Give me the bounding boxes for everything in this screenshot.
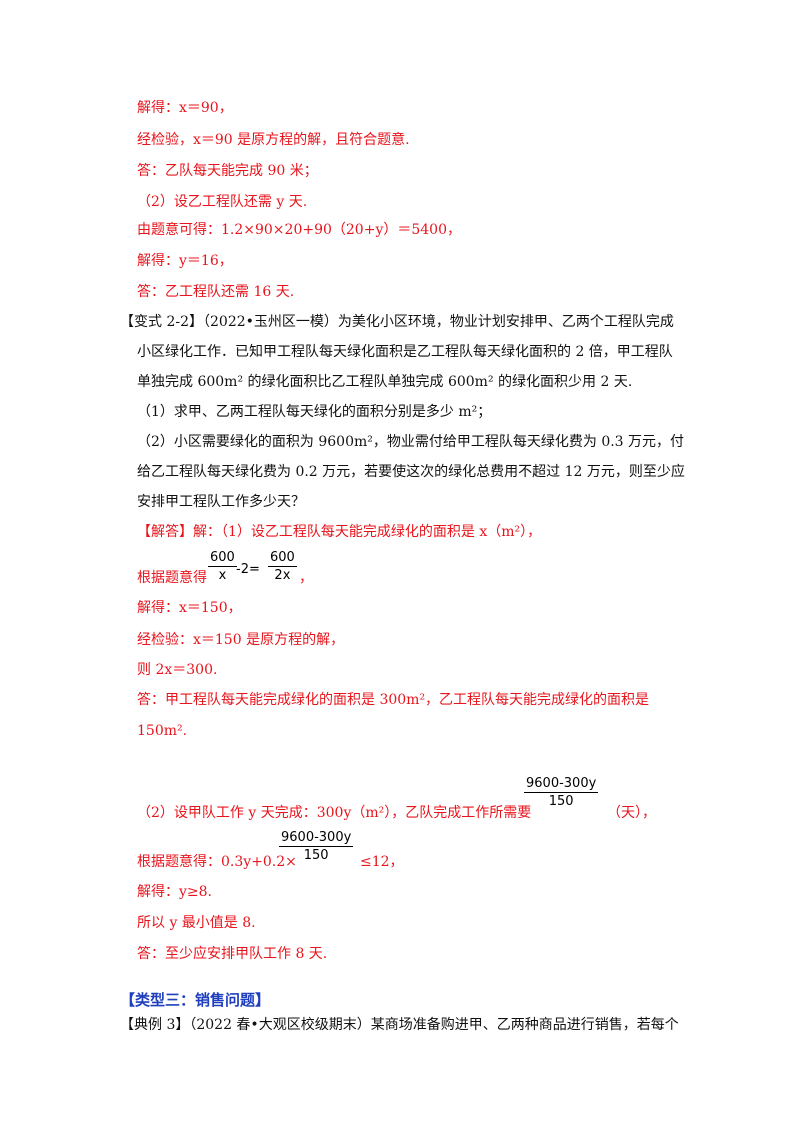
fraction-bar [524, 792, 599, 793]
problem-tag: 【变式 2-2】 [120, 314, 203, 330]
part2-suffix: （天）， [607, 805, 656, 821]
fraction-numerator: 600 [210, 550, 235, 565]
solution-line: 解得：y≥8. [137, 884, 212, 900]
solution-line: 答：甲工程队每天能完成绿化的面积是 300m²，乙工程队每天能完成绿化的面积是 [137, 692, 650, 708]
answer-tag: 【解答】 [137, 524, 193, 540]
problem-line: 安排甲工程队工作多少天？ [137, 494, 305, 510]
fraction-numerator: 9600-300y [526, 776, 597, 791]
fraction-9600-300y-over-150: 9600-300y 150 [524, 776, 599, 809]
inequality-prefix: 根据题意得：0.3y+0.2× [137, 854, 297, 870]
fraction-denominator: x [218, 568, 227, 583]
problem-line: 小区绿化工作．已知甲工程队每天绿化面积是乙工程队每天绿化面积的 2 倍，甲工程队 [137, 344, 673, 360]
solution-line: 答：乙工程队还需 16 天. [137, 284, 295, 300]
fraction-numerator: 600 [270, 550, 295, 565]
solution-line: 解得：x＝90， [137, 100, 233, 116]
problem-line: （1）求甲、乙两工程队每天绿化的面积分别是多少 m²； [137, 404, 492, 420]
section-title: 【类型三：销售问题】 [120, 991, 271, 1009]
equation-suffix: ， [299, 570, 313, 586]
fraction-9600-300y-over-150: 9600-300y 150 [279, 830, 354, 863]
solution-line: 经检验：x＝150 是原方程的解， [137, 632, 345, 648]
equation-middle: -2= [236, 562, 260, 577]
solution-line: 答：乙队每天能完成 90 米； [137, 163, 318, 179]
solution-line: 解得：x＝150， [137, 600, 242, 616]
answer-line-1: 【解答】解：（1）设乙工程队每天能完成绿化的面积是 x（m²）， [137, 522, 541, 542]
fraction-denominator: 150 [303, 848, 329, 863]
inequality-suffix: ≤12， [360, 854, 404, 870]
solution-line: 答：至少应安排甲队工作 8 天. [137, 946, 328, 962]
fraction-600-over-x: 600 x [208, 550, 237, 583]
problem-line: 单独完成 600m² 的绿化面积比乙工程队单独完成 600m² 的绿化面积少用 … [137, 374, 633, 390]
answer-text: 解：（1）设乙工程队每天能完成绿化的面积是 x（m²）， [193, 524, 542, 540]
fraction-numerator: 9600-300y [281, 830, 352, 845]
solution-line: 解得：y＝16， [137, 253, 233, 269]
solution-line: 所以 y 最小值是 8. [137, 915, 256, 931]
solution-line: 则 2x＝300. [137, 662, 218, 678]
fraction-bar [268, 566, 297, 567]
problem-line: （2）小区需要绿化的面积为 9600m²，物业需付给甲工程队每天绿化费为 0.3… [137, 434, 685, 450]
fraction-bar [208, 566, 237, 567]
solution-line: 由题意可得：1.2×90×20+90（20+y）＝5400， [137, 222, 461, 238]
fraction-600-over-2x: 600 2x [268, 550, 297, 583]
solution-line: 经检验，x＝90 是原方程的解，且符合题意. [137, 132, 410, 148]
problem-line-1: 【变式 2-2】（2022•玉州区一模）为美化小区环境，物业计划安排甲、乙两个工… [120, 312, 674, 332]
problem-line: 给乙工程队每天绿化费为 0.2 万元，若要使这次的绿化总费用不超过 12 万元，… [137, 464, 685, 480]
solution-line: （2）设乙工程队还需 y 天. [137, 194, 308, 210]
part2-prefix: （2）设甲队工作 y 天完成：300y（m²），乙队完成工作所需要 [137, 805, 532, 821]
equation-prefix: 根据题意得 [137, 570, 207, 586]
fraction-denominator: 2x [274, 568, 291, 583]
fraction-denominator: 150 [548, 794, 574, 809]
example-line: 【典例 3】（2022 春•大观区校级期末）某商场准备购进甲、乙两种商品进行销售… [120, 1017, 679, 1033]
problem-text: （2022•玉州区一模）为美化小区环境，物业计划安排甲、乙两个工程队完成 [203, 314, 674, 330]
fraction-bar [279, 846, 354, 847]
solution-line: 150m². [137, 723, 188, 739]
